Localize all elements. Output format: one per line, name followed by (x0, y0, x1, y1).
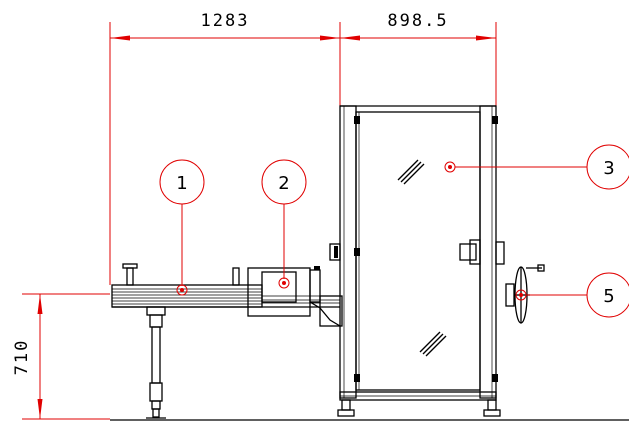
label-module (247, 266, 343, 327)
balloon-label-2: 2 (278, 173, 289, 194)
balloon-1: 1 (159, 159, 205, 296)
dimension-top-left: 1283 (109, 11, 341, 285)
balloon-label-1: 1 (176, 173, 187, 194)
conveyor-assembly (111, 263, 340, 419)
balloon-2: 2 (261, 159, 307, 289)
dimension-label-710: 710 (12, 339, 32, 376)
handwheel (505, 264, 545, 324)
dimension-left-vertical: 710 (12, 293, 110, 420)
dimension-label-1283: 1283 (201, 11, 250, 31)
guard-cabinet (329, 105, 505, 417)
balloon-3: 3 (444, 144, 629, 190)
balloon-label-3: 3 (603, 158, 614, 179)
balloon-5: 5 (515, 272, 629, 318)
balloon-label-5: 5 (603, 286, 614, 307)
dimension-top-right: 898.5 (340, 11, 497, 110)
dimension-label-898-5: 898.5 (387, 11, 448, 31)
